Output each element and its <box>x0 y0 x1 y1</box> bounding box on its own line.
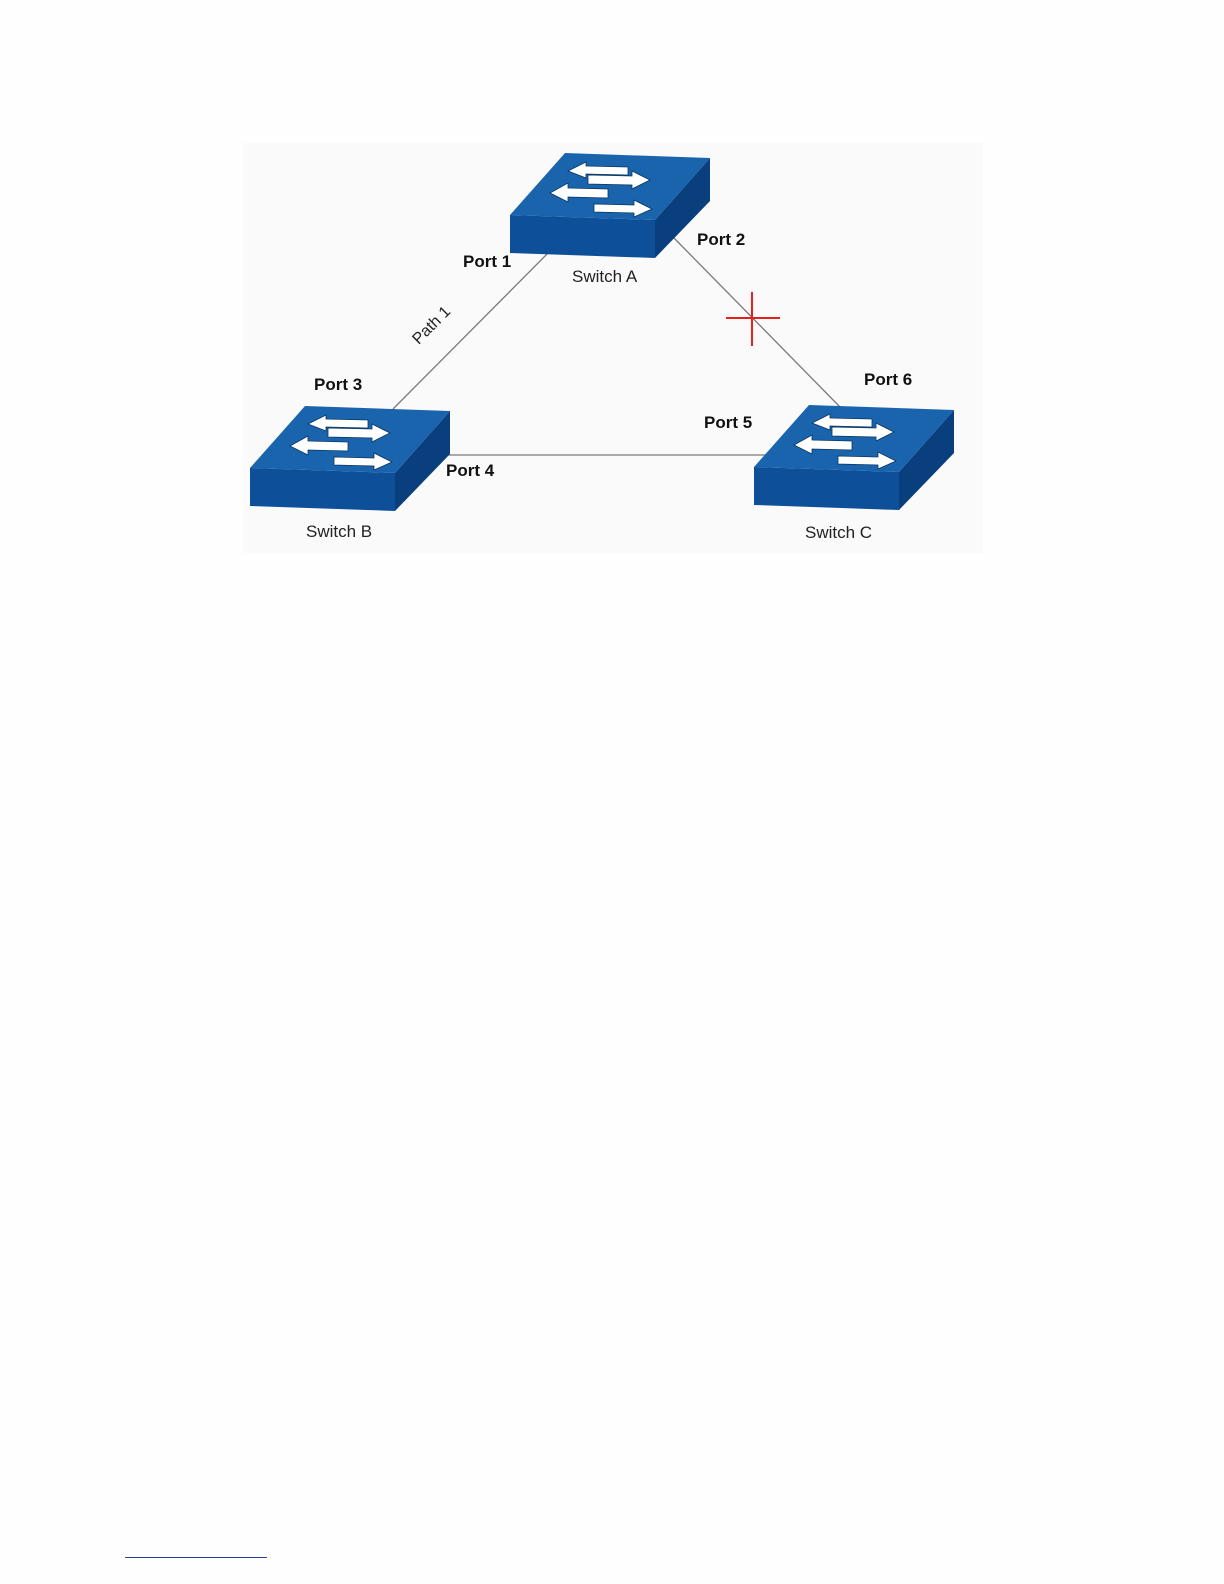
footnote-separator <box>125 1557 267 1558</box>
port-1-label: Port 1 <box>463 253 511 270</box>
switch-b-icon <box>250 406 450 511</box>
port-5-label: Port 5 <box>704 414 752 431</box>
link-a-c <box>673 237 842 409</box>
port-3-label: Port 3 <box>314 376 362 393</box>
switch-b-label: Switch B <box>306 523 372 540</box>
switch-c-icon <box>754 405 954 510</box>
port-6-label: Port 6 <box>864 371 912 388</box>
switch-c-label: Switch C <box>805 524 872 541</box>
switch-a-icon <box>510 153 710 258</box>
port-4-label: Port 4 <box>446 462 494 479</box>
port-2-label: Port 2 <box>697 231 745 248</box>
switch-a-label: Switch A <box>572 268 637 285</box>
